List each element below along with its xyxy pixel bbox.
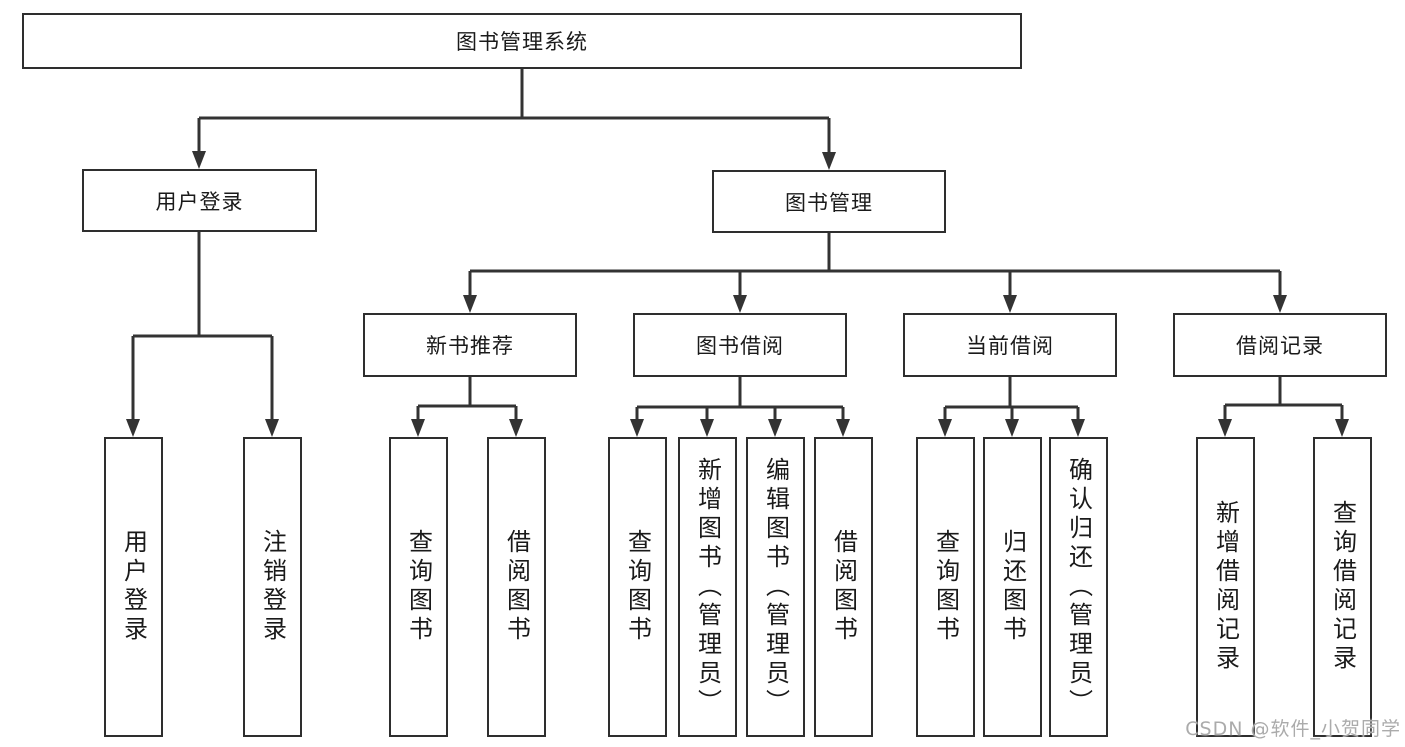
- node-book-management: 图书管理: [712, 170, 946, 233]
- node-book-borrowing: 图书借阅: [633, 313, 847, 377]
- node-label: 归还图书: [998, 529, 1027, 645]
- node-label: 确认归还（管理员）: [1064, 456, 1093, 718]
- leaf-borrow-query-books: 查询图书: [608, 437, 667, 737]
- node-label: 查询图书: [623, 529, 652, 645]
- node-label: 编辑图书（管理员）: [761, 456, 790, 718]
- node-label: 注销登录: [258, 529, 287, 645]
- node-label: 用户登录: [155, 189, 244, 214]
- leaf-current-query-books: 查询图书: [916, 437, 975, 737]
- node-label: 图书借阅: [696, 334, 784, 358]
- node-label: 新增图书（管理员）: [693, 456, 722, 718]
- node-label: 用户登录: [119, 529, 148, 645]
- leaf-current-return-books: 归还图书: [983, 437, 1042, 737]
- leaf-borrow-add-books-admin: 新增图书（管理员）: [678, 437, 737, 737]
- leaf-records-query-record: 查询借阅记录: [1313, 437, 1372, 737]
- node-label: 新书推荐: [426, 334, 514, 358]
- node-label: 图书管理: [785, 190, 873, 215]
- leaf-logout: 注销登录: [243, 437, 302, 737]
- leaf-borrow-edit-books-admin: 编辑图书（管理员）: [746, 437, 805, 737]
- node-label: 新增借阅记录: [1211, 500, 1240, 674]
- node-label: 查询图书: [931, 529, 960, 645]
- node-label: 借阅记录: [1236, 334, 1324, 358]
- node-label: 借阅图书: [829, 529, 858, 645]
- node-label: 借阅图书: [502, 529, 531, 645]
- leaf-recommend-query-books: 查询图书: [389, 437, 448, 737]
- node-label: 查询图书: [404, 529, 433, 645]
- leaf-current-confirm-return-admin: 确认归还（管理员）: [1049, 437, 1108, 737]
- node-library-system: 图书管理系统: [22, 13, 1022, 69]
- node-new-book-recommendation: 新书推荐: [363, 313, 577, 377]
- arrowheads: [126, 151, 1349, 437]
- leaf-user-login: 用户登录: [104, 437, 163, 737]
- watermark: CSDN @软件_小贺同学: [1185, 718, 1401, 740]
- leaf-borrow-borrow-books: 借阅图书: [814, 437, 873, 737]
- leaf-records-add-record: 新增借阅记录: [1196, 437, 1255, 737]
- node-label: 图书管理系统: [456, 30, 588, 54]
- node-borrowing-records: 借阅记录: [1173, 313, 1387, 377]
- node-current-borrowing: 当前借阅: [903, 313, 1117, 377]
- leaf-recommend-borrow-books: 借阅图书: [487, 437, 546, 737]
- node-label: 查询借阅记录: [1328, 500, 1357, 674]
- node-label: 当前借阅: [966, 334, 1054, 358]
- node-user-login: 用户登录: [82, 169, 317, 232]
